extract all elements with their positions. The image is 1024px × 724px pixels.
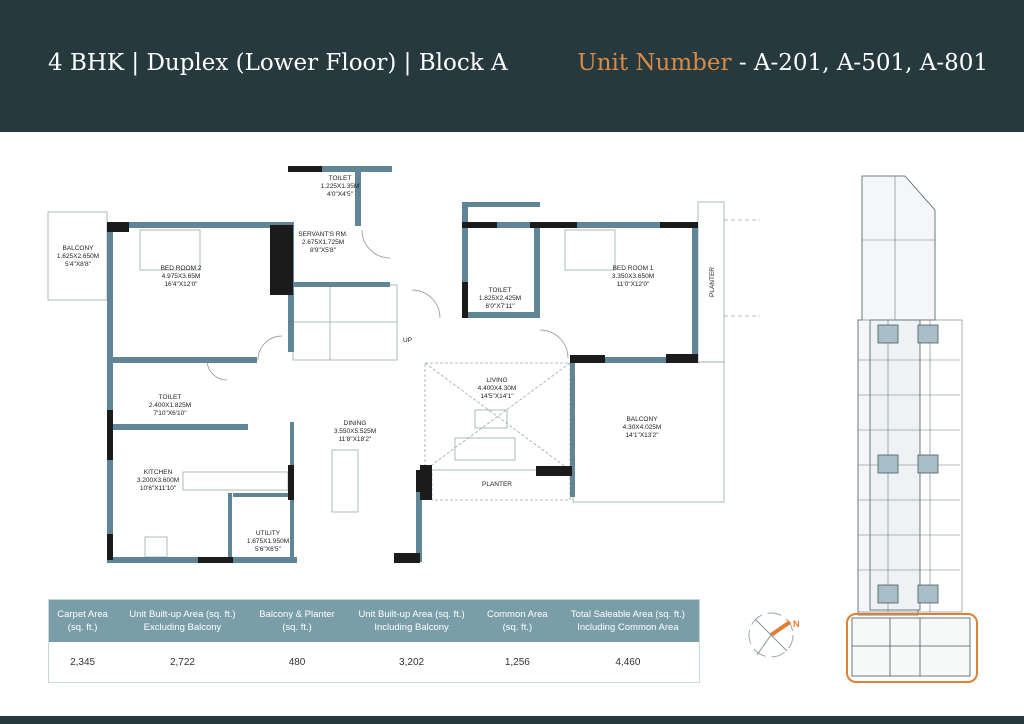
table-row: 2,345 2,722 480 3,202 1,256 4,460 bbox=[48, 642, 700, 683]
compass-north-label: N bbox=[793, 619, 800, 629]
unit-number-values: - A-201, A-501, A-801 bbox=[731, 50, 988, 76]
compass-icon: N bbox=[748, 612, 800, 658]
carpet-area-value: 2,345 bbox=[48, 642, 117, 683]
total-saleable-value: 4,460 bbox=[556, 642, 700, 683]
header-bar: 4 BHK | Duplex (Lower Floor) | Block A U… bbox=[0, 0, 1024, 132]
builtup-incl-balcony-value: 3,202 bbox=[345, 642, 478, 683]
table-header: Unit Built-up Area (sq. ft.)Excluding Ba… bbox=[116, 599, 249, 642]
table-header: Balcony & Planter(sq. ft.) bbox=[248, 599, 346, 642]
builtup-excl-balcony-value: 2,722 bbox=[116, 642, 249, 683]
table-header: Carpet Area(sq. ft.) bbox=[48, 599, 117, 642]
footer-bar bbox=[0, 716, 1024, 724]
table-header: Unit Built-up Area (sq. ft.)Including Ba… bbox=[345, 599, 478, 642]
stairs-up-label: UP bbox=[403, 337, 412, 344]
table-header: Total Saleable Area (sq. ft.)Including C… bbox=[556, 599, 700, 642]
table-header: Common Area(sq. ft.) bbox=[477, 599, 557, 642]
area-table: Carpet Area(sq. ft.) Unit Built-up Area … bbox=[48, 599, 700, 683]
key-plan bbox=[851, 175, 971, 677]
outline-lines bbox=[47, 201, 760, 558]
page-title: 4 BHK | Duplex (Lower Floor) | Block A bbox=[48, 50, 508, 76]
unit-number-label: Unit Number bbox=[577, 50, 732, 76]
table-header-row: Carpet Area(sq. ft.) Unit Built-up Area … bbox=[48, 599, 700, 642]
walls-black bbox=[107, 166, 698, 563]
planter-label-bottom: PLANTER bbox=[482, 481, 512, 488]
common-area-value: 1,256 bbox=[477, 642, 557, 683]
unit-highlight-box bbox=[846, 613, 978, 683]
walls-teal bbox=[107, 166, 698, 563]
planter-label-right: PLANTER bbox=[709, 267, 716, 297]
unit-numbers: Unit Number - A-201, A-501, A-801 bbox=[577, 50, 988, 76]
balcony-planter-value: 480 bbox=[248, 642, 346, 683]
doors bbox=[206, 229, 569, 381]
